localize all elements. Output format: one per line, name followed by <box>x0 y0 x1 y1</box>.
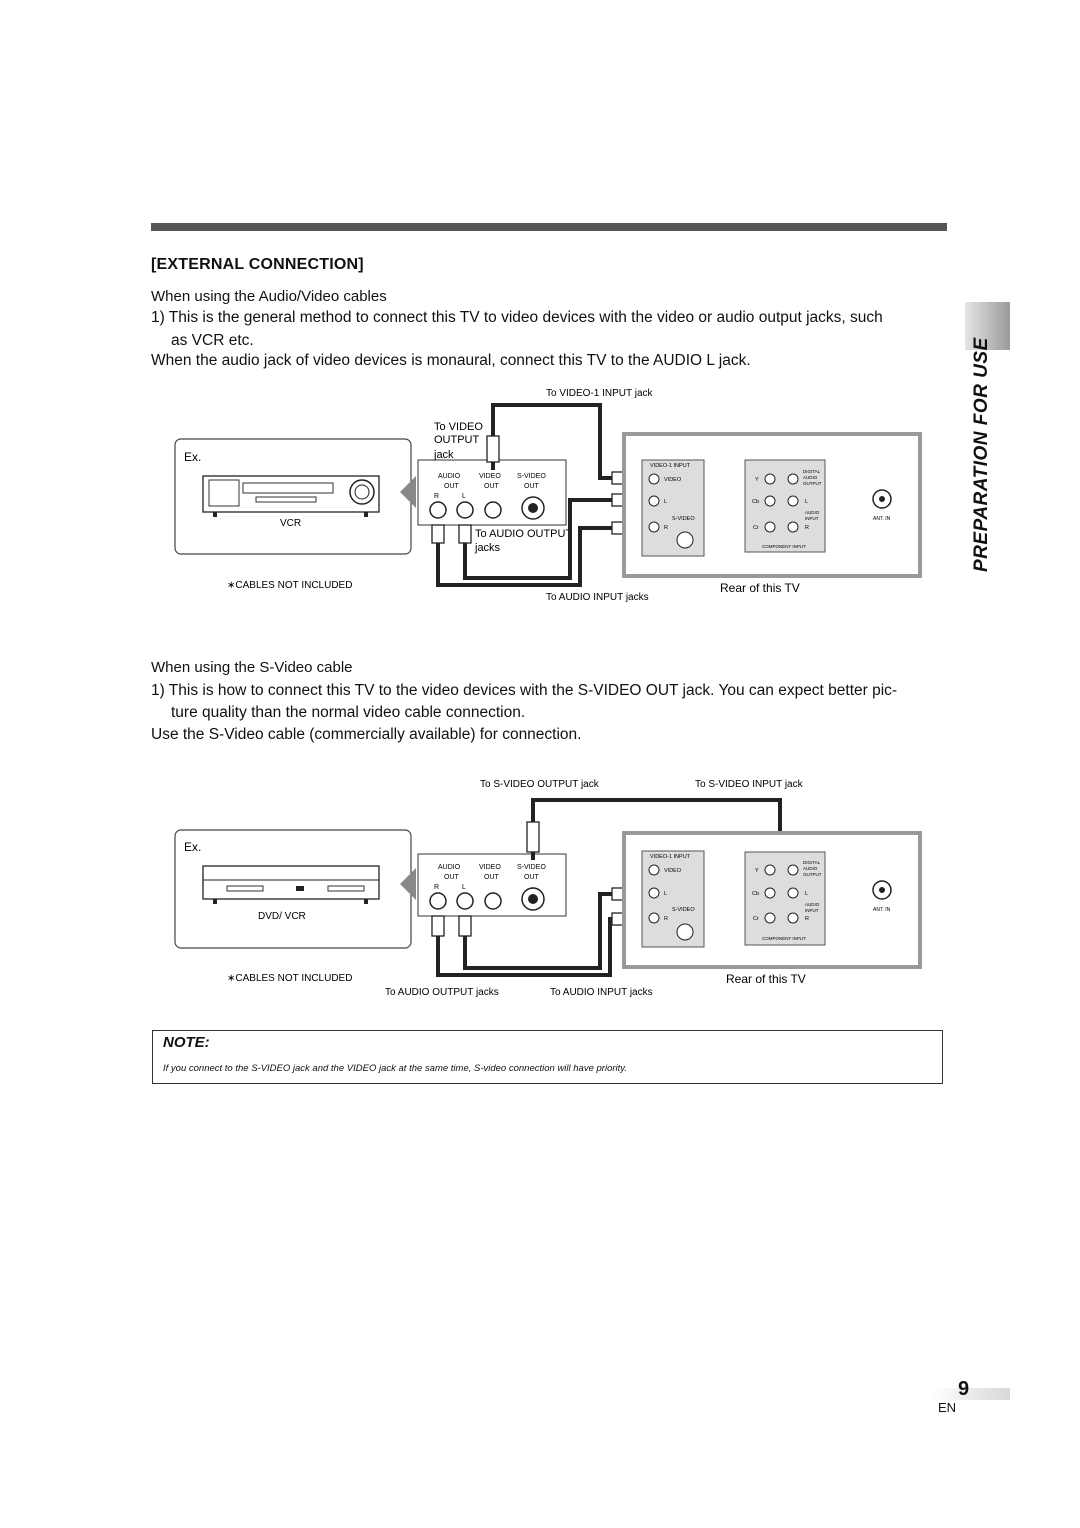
av-para2: When the audio jack of video devices is … <box>151 352 751 369</box>
svg-text:Cr: Cr <box>753 916 759 922</box>
svg-text:INPUT: INPUT <box>805 908 819 913</box>
svg-text:S-VIDEO: S-VIDEO <box>672 907 695 913</box>
vcr-label: VCR <box>280 518 301 529</box>
svideo-para2: Use the S-Video cable (commercially avai… <box>151 726 582 743</box>
cables-note: ∗CABLES NOT INCLUDED <box>227 580 352 591</box>
vcr-dial-inner <box>354 484 370 500</box>
av-para1-line1: 1) This is the general method to connect… <box>151 309 883 326</box>
svg-text:To S-VIDEO OUTPUT jack: To S-VIDEO OUTPUT jack <box>480 779 600 790</box>
svg-text:DIGITAL: DIGITAL <box>803 860 821 865</box>
svg-text:VIDEO: VIDEO <box>479 864 501 871</box>
svg-text:OUTPUT: OUTPUT <box>803 872 822 877</box>
svg-text:DIGITAL: DIGITAL <box>803 469 821 474</box>
arrow-icon <box>400 476 416 508</box>
svg-text:L: L <box>664 891 667 897</box>
svg-text:To AUDIO INPUT jacks: To AUDIO INPUT jacks <box>550 987 653 998</box>
svg-text:VIDEO: VIDEO <box>479 473 501 480</box>
svg-text:AUDIO: AUDIO <box>803 866 818 871</box>
svg-text:R: R <box>805 525 809 531</box>
vcr-dial <box>349 479 375 505</box>
svg-text:L: L <box>462 493 466 500</box>
to-audio-input-label: To AUDIO INPUT jacks <box>546 592 649 603</box>
svg-text:∗CABLES NOT INCLUDED: ∗CABLES NOT INCLUDED <box>227 973 352 984</box>
dvd-vcr-body <box>202 865 380 900</box>
svg-text:Y: Y <box>755 868 759 874</box>
svg-text:jack: jack <box>433 449 454 461</box>
vcr-display <box>255 496 317 503</box>
svg-text:COMPONENT INPUT: COMPONENT INPUT <box>762 544 806 549</box>
svg-text:AUDIO: AUDIO <box>438 473 461 480</box>
ex-label: Ex. <box>184 450 201 464</box>
to-video-input-label: To VIDEO-1 INPUT jack <box>546 388 654 399</box>
svg-text:Ex.: Ex. <box>184 840 201 854</box>
svg-text:VIDEO: VIDEO <box>664 477 682 483</box>
av-para1-line2: as VCR etc. <box>171 332 254 349</box>
svg-text:AUDIO: AUDIO <box>805 902 820 907</box>
svideo-connection-diagram: Ex. DVD/ VCR AUDIO VIDEO S-VIDEO OUT OUT… <box>174 779 922 998</box>
svg-text:To S-VIDEO INPUT jack: To S-VIDEO INPUT jack <box>695 779 804 790</box>
side-tab-label: PREPARATION FOR USE <box>971 337 992 572</box>
svg-text:OUTPUT: OUTPUT <box>434 434 480 446</box>
svg-text:To AUDIO OUTPUT jacks: To AUDIO OUTPUT jacks <box>385 987 499 998</box>
svg-text:OUT: OUT <box>484 483 500 490</box>
page-number: 9 <box>958 1378 970 1400</box>
page-language: EN <box>938 1400 957 1415</box>
svideo-para1-line2: ture quality than the normal video cable… <box>171 704 526 721</box>
note-text: If you connect to the S-VIDEO jack and t… <box>163 1063 627 1074</box>
note-box: NOTE: If you connect to the S-VIDEO jack… <box>152 1030 943 1084</box>
svg-text:To AUDIO OUTPUT: To AUDIO OUTPUT <box>475 528 572 540</box>
note-title: NOTE: <box>163 1034 210 1051</box>
svg-text:To VIDEO: To VIDEO <box>434 421 483 433</box>
dvd-vcr-label: DVD/ VCR <box>258 911 306 922</box>
rear-label: Rear of this TV <box>720 581 800 595</box>
svg-text:VIDEO-1 INPUT: VIDEO-1 INPUT <box>650 854 691 860</box>
svg-text:OUTPUT: OUTPUT <box>803 481 822 486</box>
av-connection-diagram: Ex. VCR AUDIO VIDEO S-VIDEO OUT OUT OUT … <box>174 388 922 603</box>
svg-text:AUDIO: AUDIO <box>438 864 461 871</box>
svg-text:COMPONENT INPUT: COMPONENT INPUT <box>762 936 806 941</box>
svg-text:R: R <box>664 525 668 531</box>
svg-text:ANT. IN: ANT. IN <box>873 516 891 522</box>
svg-text:Rear of this TV: Rear of this TV <box>726 972 806 986</box>
svg-text:INPUT: INPUT <box>805 516 819 521</box>
svg-text:Cb: Cb <box>752 499 759 505</box>
svg-text:OUT: OUT <box>524 483 540 490</box>
svg-text:AUDIO: AUDIO <box>803 475 818 480</box>
svg-text:OUT: OUT <box>484 874 500 881</box>
svg-text:L: L <box>805 499 808 505</box>
svg-text:Cr: Cr <box>753 525 759 531</box>
svg-text:VIDEO-1 INPUT: VIDEO-1 INPUT <box>650 463 691 469</box>
side-tab-marker <box>965 302 1010 350</box>
svg-text:S-VIDEO: S-VIDEO <box>672 516 695 522</box>
svg-text:R: R <box>434 884 439 891</box>
svg-text:OUT: OUT <box>444 483 460 490</box>
svideo-subhead: When using the S-Video cable <box>151 659 353 676</box>
svideo-para1-line1: 1) This is how to connect this TV to the… <box>151 682 898 699</box>
side-tab: PREPARATION FOR USE <box>945 337 1025 572</box>
svg-text:AUDIO: AUDIO <box>805 510 820 515</box>
page-number-bar <box>930 1388 1010 1400</box>
vcr-slot-panel <box>208 479 240 507</box>
arrow-icon <box>400 868 416 900</box>
svg-text:Y: Y <box>755 477 759 483</box>
svg-text:VIDEO: VIDEO <box>664 868 682 874</box>
svg-text:jacks: jacks <box>474 542 501 554</box>
svg-text:S-VIDEO: S-VIDEO <box>517 473 546 480</box>
svg-text:R: R <box>434 493 439 500</box>
svg-text:ANT. IN: ANT. IN <box>873 907 891 913</box>
av-subhead: When using the Audio/Video cables <box>151 288 387 305</box>
svg-text:OUT: OUT <box>524 874 540 881</box>
vcr-tape-slot <box>242 482 334 494</box>
section-title: [EXTERNAL CONNECTION] <box>151 256 364 273</box>
svg-text:Cb: Cb <box>752 891 759 897</box>
svg-text:R: R <box>664 916 668 922</box>
svg-text:OUT: OUT <box>444 874 460 881</box>
svg-text:R: R <box>805 916 809 922</box>
svg-text:L: L <box>805 891 808 897</box>
svg-text:L: L <box>664 499 667 505</box>
svg-text:S-VIDEO: S-VIDEO <box>517 864 546 871</box>
svg-text:L: L <box>462 884 466 891</box>
section-rule <box>151 223 947 231</box>
